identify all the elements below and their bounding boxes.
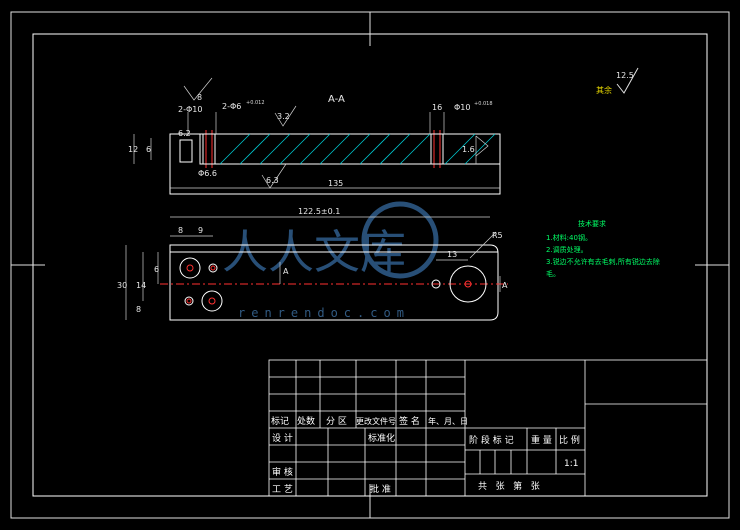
tb-weight: 重 量 xyxy=(531,434,552,446)
tb-sheets: 共 张 第 张 xyxy=(478,480,540,492)
dim-6-left: 6 xyxy=(154,265,159,274)
dim-30: 30 xyxy=(117,281,127,290)
tb-stage-mark: 阶 段 标 记 xyxy=(469,434,514,446)
dim-phi10-right: Φ10 xyxy=(454,103,470,112)
roughness-other-value: 12.5 xyxy=(616,71,634,80)
dim-8-bottom: 8 xyxy=(178,226,183,235)
roughness-3-2: 3.2 xyxy=(277,112,290,121)
tb-review: 审 核 xyxy=(272,466,293,478)
section-mark-a-right: A xyxy=(502,281,508,290)
dim-2x-tol: 2-Φ6 xyxy=(222,102,241,111)
section-view: 2-Φ10 2-Φ6 +0.012 8 16 Φ10 +0.018 12 6 6… xyxy=(128,77,501,195)
tb-header-changefile: 更改文件号 xyxy=(356,416,396,426)
tb-design: 设 计 xyxy=(272,432,293,444)
tb-header-date: 年、月、日 xyxy=(428,416,468,426)
dim-tol-right: +0.018 xyxy=(474,101,493,107)
roughness-6-3: 6.3 xyxy=(266,176,279,185)
section-label: A-A xyxy=(328,94,345,105)
dim-8-left: 8 xyxy=(136,305,141,314)
tb-header-sign: 签 名 xyxy=(399,415,420,427)
dim-14: 14 xyxy=(136,281,146,290)
tb-header-count: 处数 xyxy=(297,415,315,427)
plan-holes xyxy=(179,257,487,312)
centering-marks xyxy=(11,12,729,518)
tb-scale-label: 比 例 xyxy=(559,434,580,446)
dim-tol-top: +0.012 xyxy=(246,100,265,106)
watermark: 人人文库 renrendoc.com xyxy=(222,201,439,320)
plan-view: 122.5±0.1 8 9 13 R5 30 14 8 6 A A xyxy=(117,207,508,321)
tb-process: 工 艺 xyxy=(272,484,293,495)
dim-13: 13 xyxy=(447,250,457,259)
dim-6: 6 xyxy=(146,145,151,154)
tb-approve: 批 准 xyxy=(370,483,391,495)
tb-scale-value: 1:1 xyxy=(564,459,578,469)
section-mark-a-left: A xyxy=(283,267,289,276)
hatching xyxy=(219,133,496,165)
dim-135: 135 xyxy=(328,179,343,188)
plan-outline xyxy=(169,244,499,321)
dim-2x-phi10: 2-Φ10 xyxy=(178,105,202,114)
technical-requirements: 技术要求 1.材料:40钢。 2.调质处理。 3.锐边不允许有去毛刺,所有锐边去… xyxy=(546,219,660,278)
watermark-url: renrendoc.com xyxy=(238,306,410,320)
tech-title: 技术要求 xyxy=(578,219,606,228)
section-holes xyxy=(205,130,441,168)
title-block-text: 标记 处数 分 区 更改文件号 签 名 年、月、日 设 计 标准化 审 核 工 … xyxy=(271,415,580,495)
tech-line-1: 1.材料:40钢。 xyxy=(546,233,592,242)
tech-line-2: 2.调质处理。 xyxy=(546,245,588,254)
dim-1-6: 1.6 xyxy=(462,145,475,154)
roughness-other-label: 其余 xyxy=(596,85,612,95)
dim-16: 16 xyxy=(432,103,442,112)
tech-line-4: 毛。 xyxy=(546,269,560,278)
dim-8-top: 8 xyxy=(197,93,202,102)
dim-122: 122.5±0.1 xyxy=(298,207,340,216)
title-block xyxy=(268,359,708,497)
tb-standard: 标准化 xyxy=(368,432,395,444)
dim-phi6-6: Φ6.6 xyxy=(198,169,217,178)
dim-6-2: 6.2 xyxy=(178,129,191,138)
tb-header-mark: 标记 xyxy=(271,415,289,427)
dim-r: R5 xyxy=(492,231,503,240)
dim-9: 9 xyxy=(198,226,203,235)
roughness-other-symbol xyxy=(616,67,639,94)
dim-12: 12 xyxy=(128,145,138,154)
tech-line-3: 3.锐边不允许有去毛刺,所有锐边去除 xyxy=(546,257,660,266)
watermark-ring xyxy=(361,201,439,279)
tb-header-zone: 分 区 xyxy=(326,416,347,427)
